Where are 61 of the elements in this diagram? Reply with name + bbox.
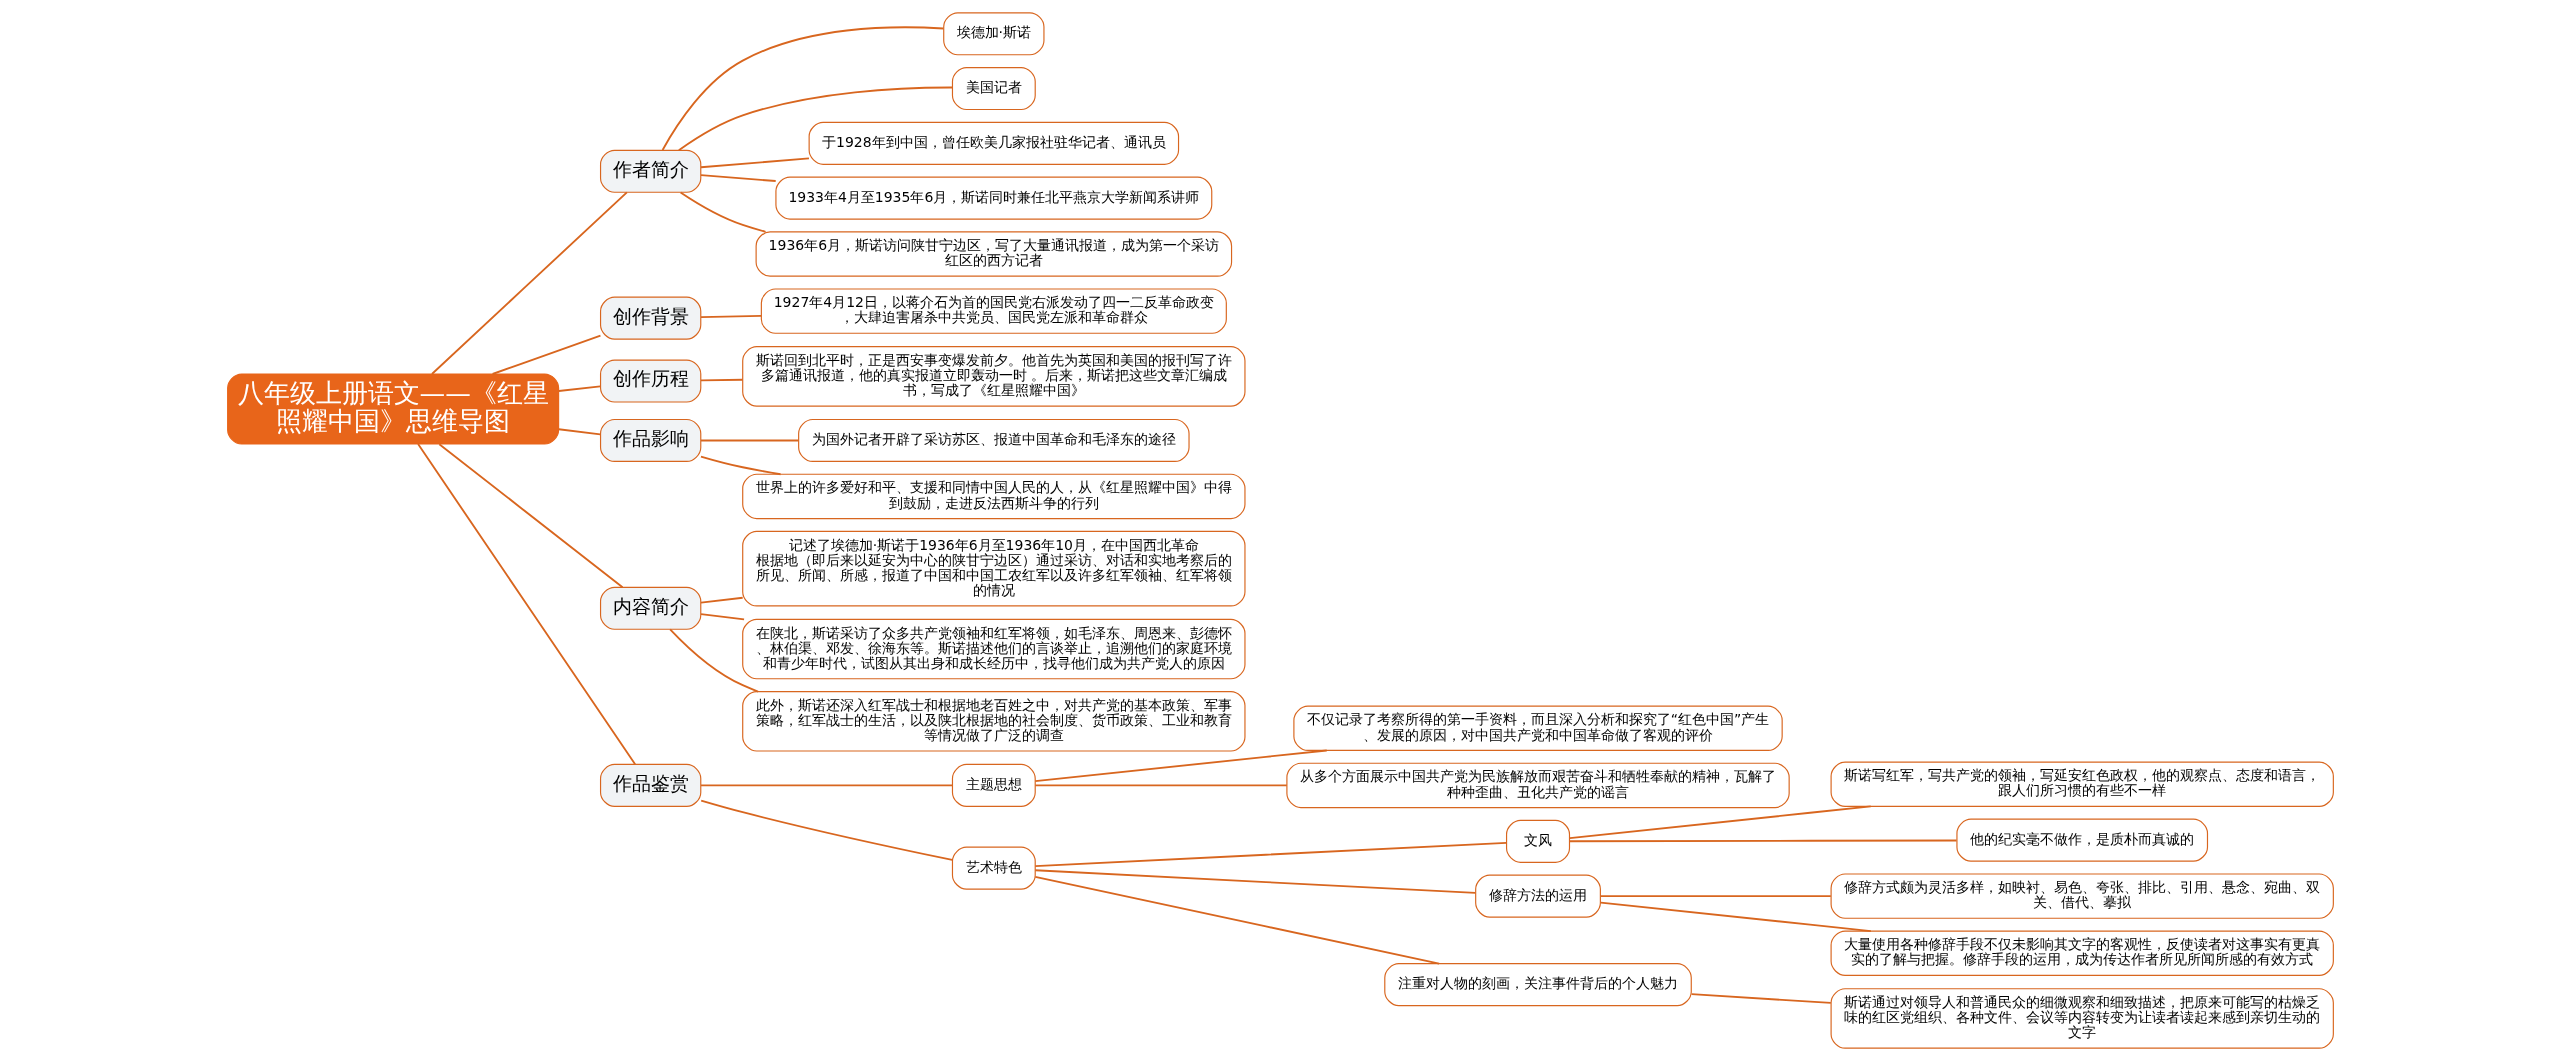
- connector: [677, 86, 953, 152]
- connector: [557, 385, 601, 392]
- node-box: 斯诺写红军，写共产党的领袖，写延安红色政权，他的观察点、态度和语言，跟人们所习惯的有些不一样: [1830, 761, 2334, 807]
- node-box: 创作历程: [599, 359, 701, 403]
- node-box: 修辞方法的运用: [1474, 874, 1601, 918]
- node-box: 创作背景: [599, 296, 701, 340]
- connector: [1568, 839, 1957, 843]
- node-box: 艺术特色: [951, 846, 1036, 890]
- connector: [557, 428, 601, 436]
- connector: [437, 443, 623, 589]
- connector: [699, 799, 953, 861]
- node-box: 世界上的许多爱好和平、支援和同情中国人民的人，从《红星照耀中国》中得到鼓励，走进反法西斯斗争的行列: [741, 473, 1246, 520]
- connector: [699, 596, 744, 604]
- node-box: 注重对人物的刻画，关注事件背后的个人魅力: [1383, 963, 1692, 1007]
- node-box: 作品影响: [599, 418, 701, 463]
- connector: [1033, 841, 1507, 868]
- connector: [1033, 749, 1328, 783]
- node-box: 在陕北，斯诺采访了众多共产党领袖和红军将领，如毛泽东、周恩来、彭德怀、林伯渠、邓发、徐海东等。斯诺描述他们的言谈举止，追溯他们的家庭环境和青少年时代，试图从其出身和成长经历中，找寻他们成为共产党人的原因: [741, 618, 1246, 680]
- connector: [679, 191, 766, 233]
- connector: [661, 26, 944, 151]
- node-box: 此外，斯诺还深入红军战士和根据地老百姓之中，对共产党的基本政策、军事策略，红军战士的生活，以及陕北根据地的社会制度、货币政策、工业和教育等情况做了广泛的调查: [741, 691, 1246, 752]
- connector: [668, 628, 759, 693]
- connector: [699, 174, 777, 182]
- connector: [699, 439, 799, 442]
- node-box: 从多个方面展示中国共产党为民族解放而艰苦奋斗和牺牲奉献的精神，瓦解了种种歪曲、丑化共产党的谣言: [1285, 762, 1790, 809]
- node-box: 内容简介: [599, 586, 701, 630]
- node-box: 为国外记者开辟了采访苏区、报道中国革命和毛泽东的途径: [797, 418, 1190, 463]
- connector: [699, 784, 953, 787]
- node-box: 斯诺回到北平时，正是西安事变爆发前夕。他首先为英国和美国的报刊写了许多篇通讯报道，他的真实报道立即轰动一时 。后来，斯诺把这些文章汇编成书，写成了《红星照耀中国》: [741, 346, 1246, 407]
- node-box: 1927年4月12日，以蒋介石为首的国民党右派发动了四一二反革命政变，大肆迫害屠杀中共党员、国民党左派和革命群众: [760, 288, 1227, 334]
- node-box: 修辞方式颇为灵活多样，如映衬、易色、夸张、排比、引用、悬念、宛曲、双关、借代、摹拟: [1830, 873, 2334, 919]
- node-box: 作者简介: [599, 149, 701, 193]
- node-box: 斯诺通过对领导人和普通民众的细微观察和细致描述，把原来可能写的枯燥乏味的红区党组织、各种文件、会议等内容转变为让读者读起来感到亲切生动的文字: [1830, 988, 2334, 1049]
- node-box: 作品鉴赏: [599, 763, 701, 807]
- node-box: 文风: [1505, 819, 1570, 863]
- node-box: 记述了埃德加·斯诺于1936年6月至1936年10月，在中国西北革命根据地（即后来以延安为中心的陕甘宁边区）通过采访、对话和实地考察后的所见、所闻、所感，报道了中国和中国工农红军以及许多红军领袖、红军将领的情况: [741, 530, 1246, 607]
- connector: [491, 334, 601, 375]
- connector: [1033, 869, 1476, 894]
- node-box: 大量使用各种修辞手段不仅未影响其文字的客观性，反使读者对这事实有更真实的了解与把握。修辞手段的运用，成为传达作者所见所闻所感的有效方式: [1830, 930, 2334, 976]
- node-box: 于1928年到中国，曾任欧美几家报社驻华记者、通讯员: [808, 121, 1179, 165]
- connector: [1033, 875, 1440, 965]
- node-box: 八年级上册语文——《红星照耀中国》思维导图: [226, 373, 559, 445]
- node-box: 1933年4月至1935年6月，斯诺同时兼任北平燕京大学新闻系讲师: [774, 176, 1212, 220]
- node-box: 美国记者: [951, 67, 1036, 111]
- connector: [1690, 993, 1832, 1004]
- connector: [430, 191, 628, 375]
- node-box: 1936年6月，斯诺访问陕甘宁边区，写了大量通讯报道，成为第一个采访红区的西方记者: [755, 231, 1232, 277]
- node-box: 主题思想: [951, 763, 1036, 807]
- connector: [699, 613, 745, 621]
- node-box: 不仅记录了考察所得的第一手资料，而且深入分析和探究了“红色中国”产生、发展的原因，对中国共产党和中国革命做了客观的评价: [1292, 705, 1783, 752]
- connector: [1599, 895, 1832, 898]
- connector: [1033, 784, 1288, 787]
- connector: [699, 157, 810, 169]
- connector: [699, 455, 781, 476]
- connector: [699, 314, 762, 319]
- connector: [416, 443, 636, 766]
- connector: [1568, 805, 1872, 840]
- connector: [1599, 901, 1872, 932]
- connector: [699, 378, 744, 382]
- node-box: 埃德加·斯诺: [942, 12, 1045, 56]
- node-box: 他的纪实毫不做作，是质朴而真诚的: [1955, 818, 2208, 862]
